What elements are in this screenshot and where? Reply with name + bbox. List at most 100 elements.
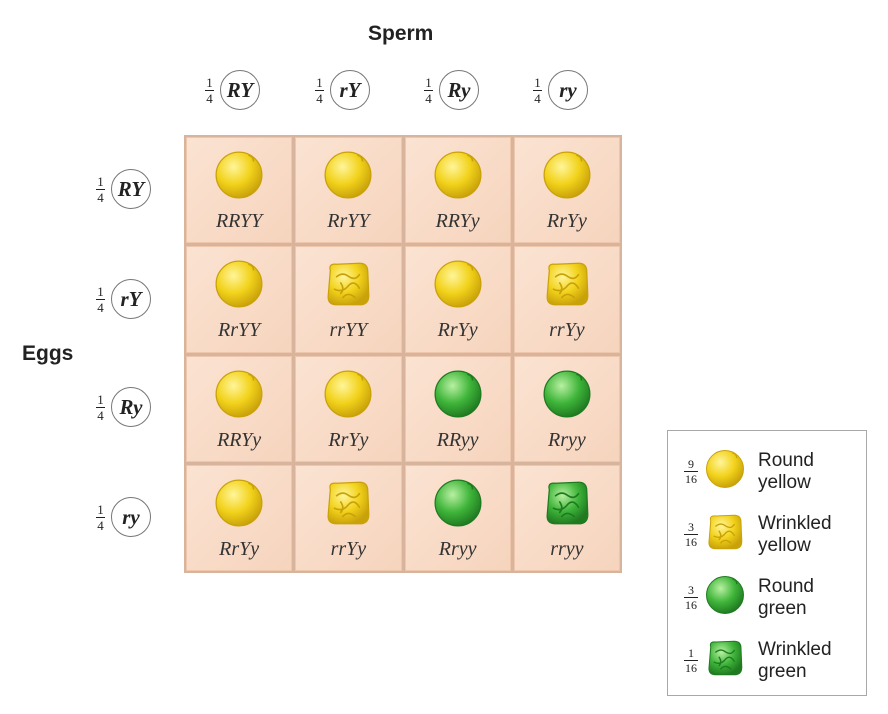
- legend-label-line2: green: [758, 660, 807, 682]
- allele-circle: Ry: [111, 387, 151, 427]
- sperm-title: Sperm: [368, 22, 434, 45]
- punnett-cell: RrYy: [404, 246, 511, 353]
- genotype-label: RRyy: [436, 428, 479, 451]
- punnett-cell: RrYy: [295, 355, 402, 462]
- genotype-label: RRYY: [215, 210, 263, 232]
- fraction-bar: [315, 89, 324, 91]
- round-green-pea-icon: [541, 356, 593, 425]
- fraction-numerator: 1: [534, 74, 541, 90]
- punnett-cell: rrYy: [295, 464, 402, 571]
- round-yellow-pea-icon: [213, 137, 265, 206]
- genotype-label: Rryy: [547, 428, 586, 451]
- punnett-cell: Rryy: [404, 464, 511, 571]
- genotype-label: RrYy: [546, 210, 587, 232]
- round-green-pea-icon: [432, 356, 484, 425]
- punnett-cell: Rryy: [513, 355, 620, 462]
- fraction-denominator: 16: [685, 535, 697, 549]
- genotype-label: rrYY: [329, 319, 368, 342]
- genotype-label: RrYy: [437, 319, 478, 342]
- fraction-bar: [684, 660, 698, 661]
- round-yellow-pea-icon: [213, 465, 265, 534]
- allele-circle: rY: [111, 279, 151, 319]
- genotype-label: RRYy: [435, 210, 480, 232]
- round-yellow-pea-icon: [541, 137, 593, 206]
- punnett-cell: RrYy: [513, 137, 620, 244]
- legend-label-line1: Round: [758, 449, 814, 471]
- round-yellow-pea-icon: [213, 246, 265, 315]
- legend-label-line2: yellow: [758, 471, 811, 493]
- genotype-label: RrYY: [218, 319, 261, 342]
- allele-circle: Ry: [439, 70, 479, 110]
- allele-circle: ry: [548, 70, 588, 110]
- wrinkled-yellow-pea-icon: [700, 511, 746, 558]
- fraction-numerator: 1: [316, 74, 323, 90]
- fraction-denominator: 4: [97, 299, 104, 315]
- fraction-bar: [533, 89, 542, 91]
- legend-label-line1: Wrinkled: [758, 638, 832, 660]
- fraction-numerator: 3: [688, 583, 694, 597]
- genotype-label: Rryy: [438, 537, 477, 560]
- genotype-label: RrYy: [328, 428, 369, 451]
- fraction-bar: [424, 89, 433, 91]
- fraction-denominator: 4: [316, 90, 323, 106]
- round-yellow-pea-icon: [432, 137, 484, 206]
- round-green-pea-icon: [700, 574, 746, 621]
- fraction-denominator: 4: [97, 517, 104, 533]
- fraction-denominator: 4: [206, 90, 213, 106]
- punnett-cell: RRYY: [186, 137, 293, 244]
- allele-circle: RY: [220, 70, 260, 110]
- punnett-cell: RrYY: [186, 246, 293, 353]
- wrinkled-green-pea-icon: [700, 637, 746, 684]
- legend-label-line1: Round: [758, 575, 814, 597]
- fraction-numerator: 1: [206, 74, 213, 90]
- fraction-bar: [684, 597, 698, 598]
- allele-circle: ry: [111, 497, 151, 537]
- fraction-bar: [96, 298, 105, 300]
- punnett-cell: RrYy: [186, 464, 293, 571]
- fraction-denominator: 16: [685, 472, 697, 486]
- genotype-label: RrYy: [219, 537, 260, 560]
- fraction-numerator: 1: [688, 646, 694, 660]
- punnett-cell: RRYy: [186, 355, 293, 462]
- genotype-label: rrYy: [549, 319, 585, 342]
- fraction-bar: [96, 406, 105, 408]
- fraction-bar: [205, 89, 214, 91]
- legend-label-line2: green: [758, 597, 807, 619]
- fraction-numerator: 1: [97, 283, 104, 299]
- wrinkled-yellow-pea-icon: [322, 465, 374, 534]
- genotype-label: RRYy: [217, 428, 262, 451]
- fraction-bar: [96, 516, 105, 518]
- fraction-bar: [684, 471, 698, 472]
- fraction-bar: [96, 188, 105, 190]
- legend-label-line1: Wrinkled: [758, 512, 832, 534]
- allele-circle: rY: [330, 70, 370, 110]
- round-green-pea-icon: [432, 465, 484, 534]
- wrinkled-yellow-pea-icon: [541, 246, 593, 315]
